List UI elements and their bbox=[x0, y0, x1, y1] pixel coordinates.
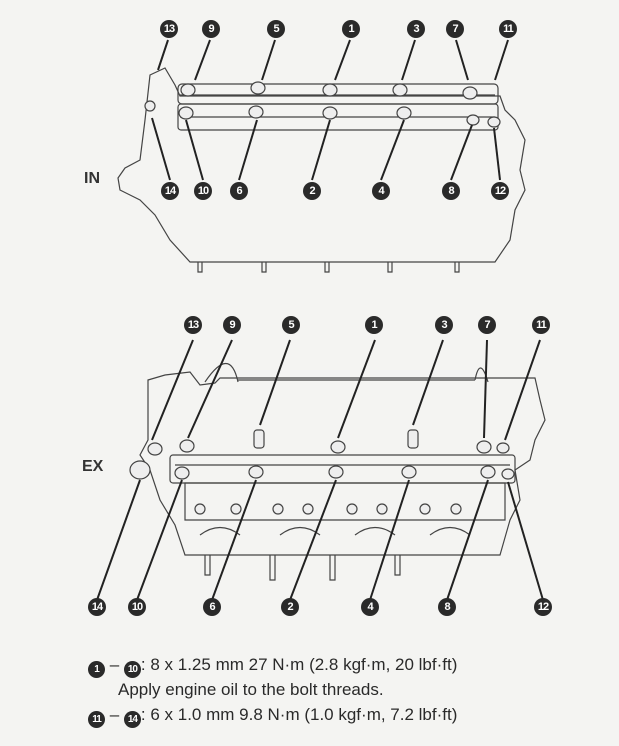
spec-text: : 6 x 1.0 mm 9.8 N·m (1.0 kgf·m, 7.2 lbf… bbox=[140, 705, 458, 724]
callout-4-in: 4 bbox=[372, 182, 390, 200]
callout-7-ex: 7 bbox=[478, 316, 496, 334]
range-dash: – bbox=[105, 705, 124, 724]
callout-9-in: 9 bbox=[202, 20, 220, 38]
callout-7-in: 7 bbox=[446, 20, 464, 38]
callout-10-badge: 10 bbox=[123, 661, 141, 678]
spec-text: : 8 x 1.25 mm 27 N·m (2.8 kgf·m, 20 lbf·… bbox=[140, 655, 458, 674]
spec-line-small-bolts: 11 – 14: 6 x 1.0 mm 9.8 N·m (1.0 kgf·m, … bbox=[88, 705, 457, 728]
spec-note-oil: Apply engine oil to the bolt threads. bbox=[118, 680, 384, 699]
callout-11-ex: 11 bbox=[532, 316, 550, 334]
callout-8-ex: 8 bbox=[438, 598, 456, 616]
spec-line-main-bolts: 1 – 10: 8 x 1.25 mm 27 N·m (2.8 kgf·m, 2… bbox=[88, 655, 457, 678]
callout-3-ex: 3 bbox=[435, 316, 453, 334]
callout-11-in: 11 bbox=[499, 20, 517, 38]
callout-14-in: 14 bbox=[161, 182, 179, 200]
callout-5-in: 5 bbox=[267, 20, 285, 38]
callout-1-ex: 1 bbox=[365, 316, 383, 334]
callout-4-ex: 4 bbox=[361, 598, 379, 616]
callout-2-ex: 2 bbox=[281, 598, 299, 616]
exhaust-label: EX bbox=[82, 458, 104, 475]
callout-6-in: 6 bbox=[230, 182, 248, 200]
callout-10-ex: 10 bbox=[128, 598, 146, 616]
callout-2-in: 2 bbox=[303, 182, 321, 200]
callout-5-ex: 5 bbox=[282, 316, 300, 334]
callout-3-in: 3 bbox=[407, 20, 425, 38]
range-dash: – bbox=[105, 655, 124, 674]
callout-1-badge: 1 bbox=[88, 661, 105, 678]
intake-label: IN bbox=[84, 170, 100, 187]
callout-13-ex: 13 bbox=[184, 316, 202, 334]
callout-13-in: 13 bbox=[160, 20, 178, 38]
callout-9-ex: 9 bbox=[223, 316, 241, 334]
callout-1-in: 1 bbox=[342, 20, 360, 38]
callout-11-badge: 11 bbox=[88, 711, 105, 728]
callout-12-ex: 12 bbox=[534, 598, 552, 616]
callout-6-ex: 6 bbox=[203, 598, 221, 616]
callout-10-in: 10 bbox=[194, 182, 212, 200]
callout-12-in: 12 bbox=[491, 182, 509, 200]
callout-14-ex: 14 bbox=[88, 598, 106, 616]
callout-8-in: 8 bbox=[442, 182, 460, 200]
callout-14-badge: 14 bbox=[123, 711, 141, 728]
